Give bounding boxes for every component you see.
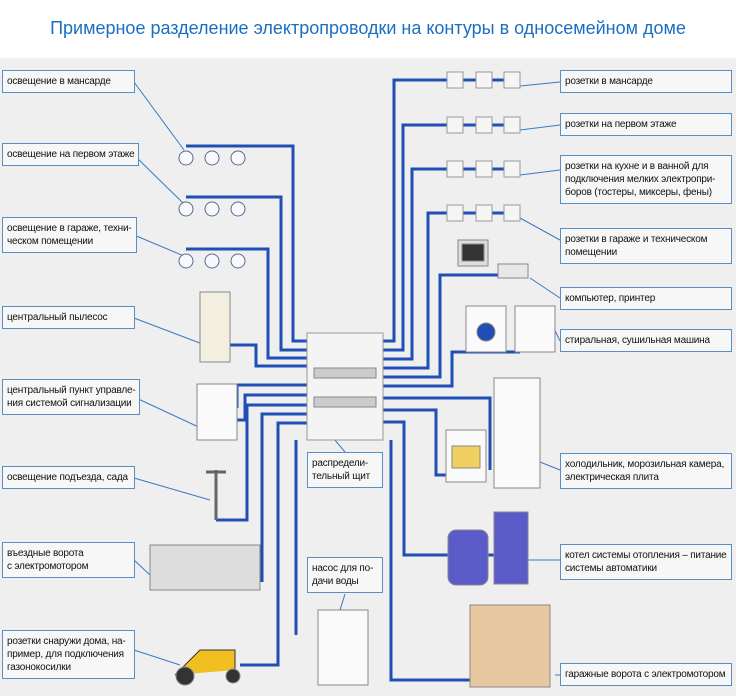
printer-icon	[497, 263, 529, 279]
label-attic-lighting: освещение в мансарде	[2, 70, 135, 93]
label-text: освещение подъезда, сада	[7, 472, 128, 483]
boiler-icon	[447, 529, 489, 586]
label-first-floor-lighting: освещение на первом этаже	[2, 143, 140, 166]
tank-icon	[493, 511, 529, 585]
label-first-floor-sockets: розетки на первом этаже	[560, 113, 732, 136]
sockets	[446, 71, 521, 222]
label-garage-lighting: освещение в гараже, техни- ческом помеще…	[2, 217, 137, 253]
wire-outdoor-sockets	[240, 421, 307, 667]
wire-alarm-2	[237, 393, 307, 422]
wire-floor-light	[186, 195, 307, 352]
wire-garage-light	[186, 247, 307, 360]
label-boiler: котел системы отопления – питание систем…	[560, 544, 732, 580]
label-text: распредели- тельный щит	[312, 458, 371, 482]
garage-door-icon	[469, 604, 551, 688]
label-alarm-control: центральный пункт управле- ния системой …	[2, 379, 141, 415]
label-text: компьютер, принтер	[565, 293, 656, 304]
label-text: котел системы отопления – питание систем…	[565, 550, 727, 574]
label-text: розетки снаружи дома, на- пример, для по…	[7, 636, 126, 673]
label-text: розетки на первом этаже	[565, 119, 677, 130]
alarm-panel-icon	[196, 383, 238, 441]
wire-gate	[260, 412, 307, 582]
vacuum-icon	[199, 291, 231, 363]
wire-computer	[383, 273, 505, 379]
appliances	[149, 239, 556, 688]
wire-attic-light	[186, 144, 307, 343]
label-text: стиральная, сушильная машина	[565, 335, 710, 346]
distribution-panel-icon	[306, 332, 384, 441]
page-title: Примерное разделение электропроводки на …	[50, 18, 686, 38]
gate-icon	[149, 544, 261, 591]
label-leaders	[133, 81, 561, 676]
label-attic-sockets: розетки в мансарде	[560, 70, 732, 93]
label-text: розетки в мансарде	[565, 76, 653, 87]
label-garage-door: гаражные ворота с электромотором	[560, 663, 732, 686]
label-text: центральный пункт управле- ния системой …	[7, 385, 136, 409]
wire-vacuum	[230, 343, 307, 368]
garden-lamp-icon	[206, 470, 226, 520]
label-fridge-stove: холодильник, морозильная камера, электри…	[560, 453, 732, 489]
label-text: освещение в гараже, техни- ческом помеще…	[7, 223, 132, 247]
wire-fridge	[383, 396, 492, 470]
fridge-icon	[493, 377, 541, 489]
label-text: холодильник, морозильная камера, электри…	[565, 459, 725, 483]
wire-garage-door	[389, 440, 470, 682]
label-text: въездные ворота с электромотором	[7, 548, 89, 572]
label-text: розетки в гараже и техническом помещении	[565, 234, 708, 258]
wire-garage-sockets	[383, 211, 512, 370]
label-kitchen-sockets: розетки на кухне и в ванной для подключе…	[560, 155, 732, 204]
label-washer-dryer: стиральная, сушильная машина	[560, 329, 732, 352]
label-computer-printer: компьютер, принтер	[560, 287, 732, 310]
label-text: розетки на кухне и в ванной для подключе…	[565, 161, 716, 198]
label-entrance-gate: въездные ворота с электромотором	[2, 542, 135, 578]
label-distribution-panel: распредели- тельный щит	[307, 452, 383, 488]
dryer-icon	[514, 305, 556, 353]
label-text: освещение на первом этаже	[7, 149, 135, 160]
light-bulbs	[178, 150, 246, 269]
label-water-pump: насос для по- дачи воды	[307, 557, 383, 593]
label-outdoor-sockets: розетки снаружи дома, на- пример, для по…	[2, 630, 135, 679]
label-central-vacuum: центральный пылесос	[2, 306, 135, 329]
label-porch-lighting: освещение подъезда, сада	[2, 466, 135, 489]
label-text: гаражные ворота с электромотором	[565, 669, 726, 680]
label-text: насос для по- дачи воды	[312, 563, 374, 587]
wire-stove	[383, 408, 448, 477]
label-text: освещение в мансарде	[7, 76, 111, 87]
water-pump-icon	[317, 609, 369, 686]
label-garage-sockets: розетки в гараже и техническом помещении	[560, 228, 732, 264]
wire-porch-light	[216, 403, 307, 522]
label-text: центральный пылесос	[7, 312, 108, 323]
